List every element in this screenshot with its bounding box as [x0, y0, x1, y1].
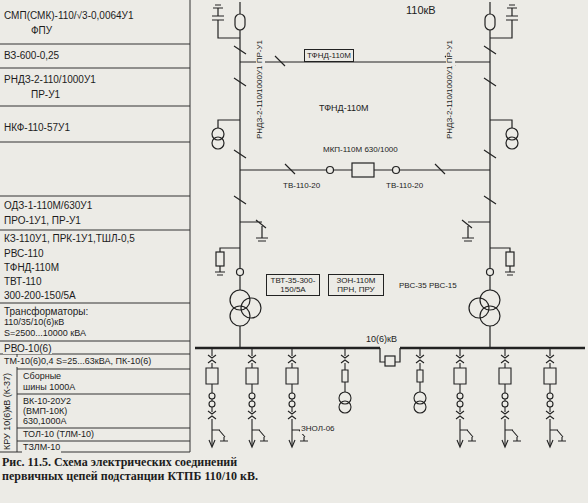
- equipment-label: РНДЗ-2-110/1000У1 ПР-У1: [256, 39, 265, 140]
- table-cell-text: S=2500...10000 кВА: [3, 329, 87, 339]
- cell-stroke: [457, 440, 463, 447]
- table-cell-text: ТЗЛМ-10: [22, 443, 61, 453]
- cell-stroke: [289, 440, 295, 447]
- cell-stroke: [209, 393, 215, 407]
- cell-stroke: [414, 392, 426, 413]
- cell-stroke: [456, 411, 464, 419]
- switchgear-cells: [206, 348, 566, 447]
- table-lines: [0, 0, 190, 452]
- box-text: ТВТ-35-300-150/5А: [271, 276, 316, 294]
- cell-stroke: [208, 411, 216, 419]
- table-cell-text: РНДЗ-2-110/1000У1: [3, 74, 97, 85]
- cell-stroke: [457, 393, 463, 407]
- cell-stroke: [246, 368, 258, 384]
- table-cell-text: (ВМП-10К): [22, 407, 68, 417]
- table-cell-text: ВЗ-600-0,25: [3, 50, 60, 61]
- equipment-label: 110кВ: [405, 4, 437, 16]
- box-text: ЗОН-110М ПРН, ПРУ: [337, 276, 376, 294]
- cell-stroke: [249, 440, 255, 447]
- table-cell-text: КЗ-110У1, ПРК-1У1,ТШЛ-0,5: [3, 233, 136, 244]
- cell-stroke: [460, 430, 476, 441]
- cell-stroke: [544, 368, 556, 384]
- table-cell-text: КРУ 10(6)кВ (К-37): [3, 372, 13, 451]
- cell-stroke: [501, 355, 509, 363]
- cell-stroke: [342, 370, 348, 382]
- cell-stroke: [208, 355, 216, 363]
- equipment-box: ТФНД-110М: [304, 49, 354, 62]
- table-cell-text: НКФ-110-57У1: [3, 122, 71, 133]
- equipment-label: РВС-35 РВС-15: [398, 282, 458, 291]
- cell-stroke: [206, 368, 218, 384]
- cell-stroke: [341, 355, 349, 363]
- cell-stroke: [502, 440, 508, 447]
- table-cell-text: Трансформаторы:: [3, 306, 89, 317]
- table-cell-text: СМП(СМК)-110/√3-0,0064У1: [3, 10, 134, 21]
- table-cell-text: ФПУ: [30, 25, 53, 36]
- cell-stroke: [499, 368, 511, 384]
- cell-stroke: [546, 411, 554, 419]
- table-cell-text: ВК-10-20У2: [22, 397, 72, 407]
- cell-stroke: [252, 430, 268, 441]
- table-cell-text: 630,1000А: [22, 417, 68, 427]
- table-cell-text: 110/35/10(6)кВ: [3, 318, 65, 328]
- table-cell-text: ТОЛ-10 (ТЛМ-10): [22, 430, 95, 440]
- cell-stroke: [547, 440, 553, 447]
- cell-stroke: [212, 430, 228, 441]
- equipment-label: РНДЗ-2-110/1000У1 ПР-У1: [446, 39, 455, 140]
- equipment-label: ЗНОЛ-06: [300, 425, 336, 434]
- cell-stroke: [546, 355, 554, 363]
- cell-stroke: [501, 411, 509, 419]
- cell-stroke: [505, 430, 521, 441]
- cell-stroke: [289, 393, 295, 407]
- cell-stroke: [286, 368, 298, 384]
- equipment-label: 10(6)кВ: [365, 335, 398, 345]
- table-cell-text: ТФНД-110М: [3, 262, 60, 273]
- equipment-label: МКП-110М 630/1000: [322, 146, 399, 155]
- cell-stroke: [249, 393, 255, 407]
- table-cell-text: Сборные: [22, 372, 62, 382]
- figure-caption: Рис. 11.5. Схема электрических соединени…: [2, 455, 274, 483]
- cell-stroke: [288, 411, 296, 419]
- table-cell-text: ПР-У1: [30, 89, 61, 100]
- equipment-box: ТВТ-35-300-150/5А: [266, 274, 320, 296]
- table-cell-text: РВС-110: [3, 248, 45, 259]
- cell-stroke: [248, 411, 256, 419]
- table-cell-text: шины 1000А: [22, 383, 76, 393]
- cell-stroke: [416, 355, 424, 363]
- cell-stroke: [547, 393, 553, 407]
- table-cell-text: ПРО-1У1, ПР-У1: [3, 215, 82, 226]
- cell-stroke: [209, 440, 215, 447]
- cell-stroke: [456, 355, 464, 363]
- equipment-label: ТФНД-110М: [318, 104, 369, 114]
- cell-stroke: [248, 355, 256, 363]
- table-cell-text: 300-200-150/5А: [3, 290, 77, 301]
- box-text: ТФНД-110М: [307, 51, 351, 60]
- equipment-label: ТВ-110-20: [385, 182, 424, 191]
- cell-stroke: [339, 392, 351, 413]
- cell-stroke: [550, 430, 566, 441]
- substation-wiring: [195, 2, 585, 366]
- table-cell-text: ТМ-10(6)0,4 S=25...63кВА, ПК-10(6): [3, 357, 152, 367]
- cell-stroke: [454, 368, 466, 384]
- cell-stroke: [417, 370, 423, 382]
- table-cell-text: РВО-10(6): [3, 343, 52, 354]
- table-cell-text: ТВТ-110: [3, 276, 43, 287]
- equipment-label: ТВ-110-20: [282, 182, 321, 191]
- table-cell-text: ОДЗ-1-110М/630У1: [3, 200, 93, 211]
- cell-stroke: [288, 355, 296, 363]
- equipment-box: ЗОН-110М ПРН, ПРУ: [328, 274, 384, 296]
- cell-stroke: [502, 393, 508, 407]
